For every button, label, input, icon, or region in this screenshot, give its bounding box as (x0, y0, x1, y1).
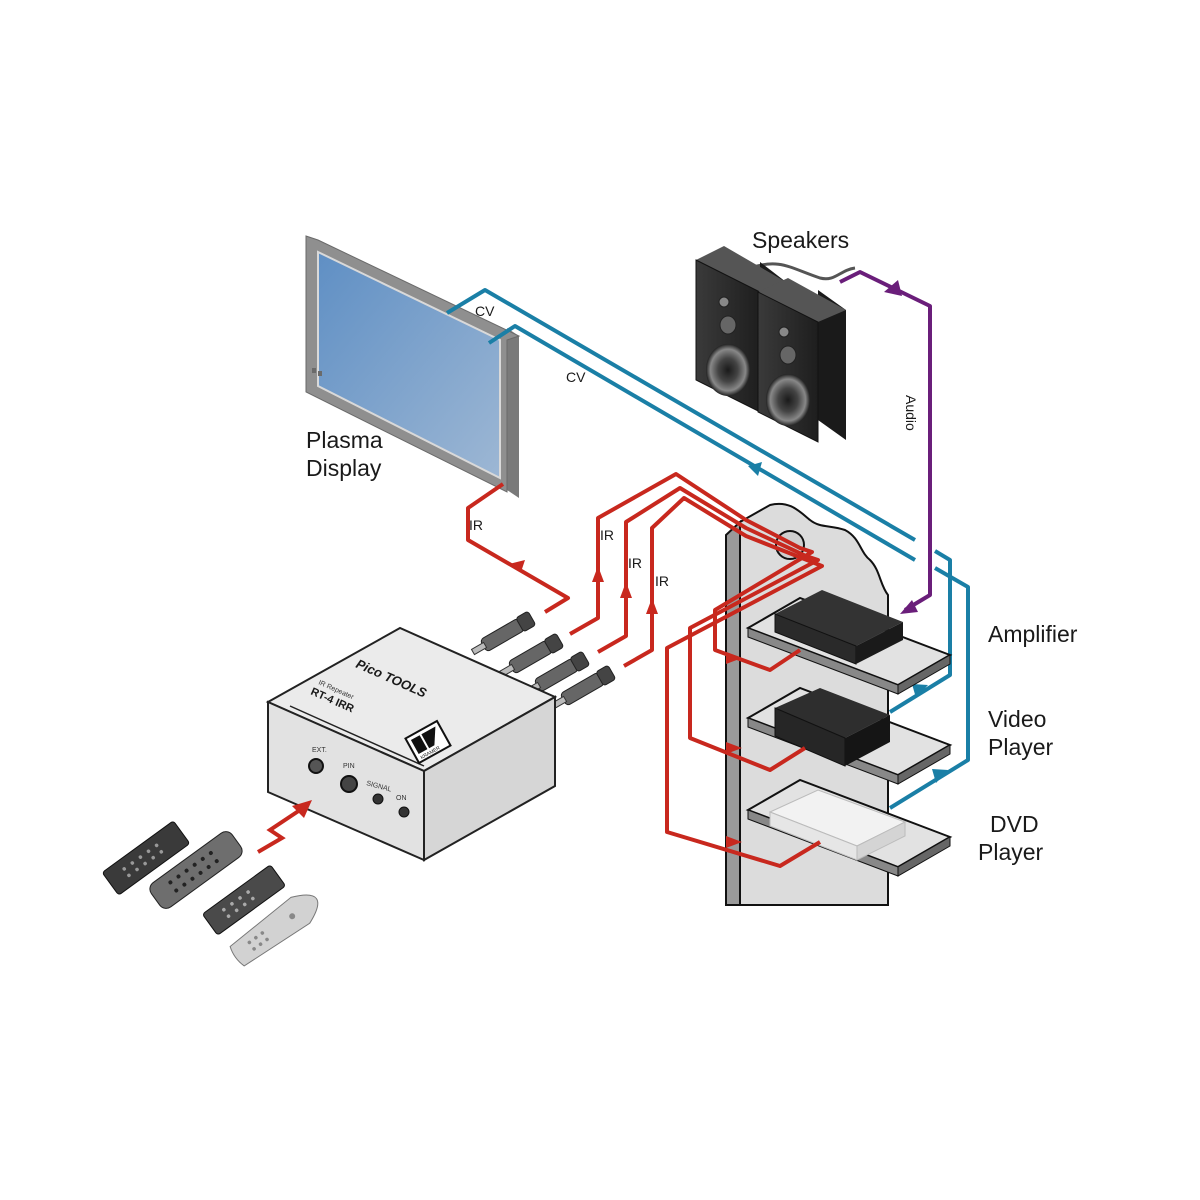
audio-arrow-icon (900, 600, 918, 614)
cv-arrow-icon (932, 769, 948, 783)
remote-controls (102, 821, 319, 967)
speaker-right-woofer-icon (766, 374, 810, 426)
video-player-label-line1: Video (988, 706, 1046, 732)
ir-arrow-icon (726, 836, 742, 848)
ir-arrow-icon (509, 560, 525, 572)
ir-label-1: IR (600, 527, 614, 543)
speaker-left-woofer-icon (706, 344, 750, 396)
cv-cable-bottom (487, 324, 917, 562)
on-led-label: ON (396, 795, 407, 802)
video-player-label-line2: Player (988, 734, 1054, 760)
speaker-right-horn-icon (778, 326, 790, 338)
remote-control (102, 821, 190, 895)
ir-emitter-jacks (470, 611, 616, 710)
remote-control (203, 865, 285, 935)
plasma-display-label-line2: Display (306, 455, 382, 481)
shelf-dvd-player-edge-right (897, 836, 951, 877)
speakers (695, 246, 856, 443)
pin-port (340, 775, 358, 793)
ir-cable-video-player (597, 486, 820, 772)
speaker-right-tweeter-icon (779, 345, 797, 365)
audio-cable (839, 270, 932, 612)
plasma-display-button (318, 371, 322, 376)
ir-arrow-icon (592, 566, 604, 582)
cv-cable-dvd-player (888, 566, 970, 810)
plasma-display-button (312, 368, 316, 373)
equipment-rack (725, 502, 953, 906)
ir-arrow-icon (726, 742, 742, 754)
ir-signal-icon (256, 808, 302, 854)
audio-label: Audio (903, 395, 919, 431)
plasma-display-side (507, 328, 519, 498)
video-player-device-side (845, 715, 890, 766)
cv-cable-top (445, 288, 917, 542)
dvd-player-device-side (856, 821, 906, 861)
ir-emitter-jack (470, 611, 536, 656)
on-led (398, 806, 410, 818)
ir-label-display: IR (469, 517, 483, 533)
ir-cable-display (466, 482, 570, 614)
ir-emitter-jack (524, 651, 590, 696)
ir-cables (466, 472, 824, 868)
cv-label-top: CV (475, 303, 495, 319)
cv-arrow-icon (748, 462, 762, 476)
amplifier-device-side (856, 622, 903, 664)
speaker-wire (749, 262, 856, 281)
plasma-display (305, 235, 521, 498)
speaker-left-horn-icon (718, 296, 730, 308)
ir-repeater-top-line (289, 705, 425, 767)
shelf-video-player-edge-right (897, 744, 951, 785)
dvd-player-label-line2: Player (978, 839, 1044, 865)
video-player-device-top (775, 688, 890, 738)
amplifier-label: Amplifier (988, 621, 1078, 647)
plasma-display-screen (317, 250, 501, 480)
speaker-left-tweeter-icon (719, 315, 737, 335)
speakers-label: Speakers (752, 227, 849, 253)
dvd-player-label-line1: DVD (990, 811, 1039, 837)
cv-cables (445, 288, 970, 810)
speaker-right-side (818, 290, 846, 440)
ext-port (308, 758, 324, 774)
ir-arrow-icon (726, 652, 742, 664)
ir-label-3: IR (655, 573, 669, 589)
ir-label-2: IR (628, 555, 642, 571)
speaker-left-top (696, 246, 786, 292)
ir-emitter-jack (550, 665, 616, 710)
rack-front-post (725, 519, 741, 906)
cv-label-bottom: CV (566, 369, 586, 385)
plasma-display-label-line1: Plasma (306, 427, 383, 453)
speaker-right-top (758, 278, 846, 322)
ir-arrow-icon (620, 582, 632, 598)
ext-port-label: EXT. (312, 747, 327, 754)
pin-port-label: PIN (343, 763, 355, 770)
ir-repeater-side (423, 695, 556, 862)
remote-control (149, 831, 243, 909)
shelf-amplifier-edge-right (897, 654, 951, 695)
ir-arrow-icon (646, 598, 658, 614)
remote-control (229, 894, 319, 967)
ir-cable-dvd-player (623, 496, 824, 868)
audio-arrow-icon (884, 280, 902, 296)
signal-led (372, 793, 384, 805)
ir-signal-arrowhead-icon (292, 800, 312, 818)
ir-repeater-device: Pico TOOLS IR Repeater RT-4 IRR KRAMER E… (265, 626, 558, 862)
cv-arrow-icon (912, 684, 928, 698)
amplifier-device-top (775, 590, 903, 646)
